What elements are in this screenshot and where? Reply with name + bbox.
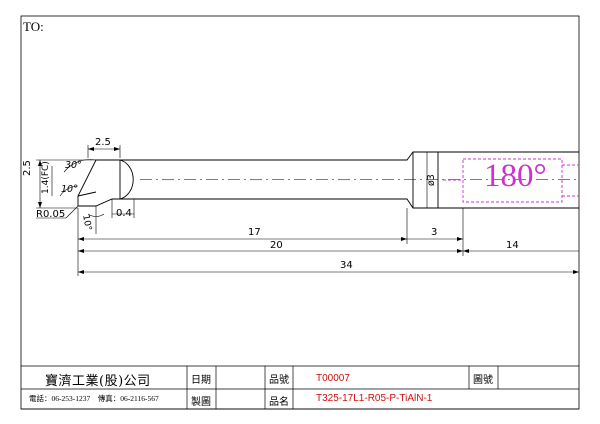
part-name-label: 品名	[269, 397, 289, 408]
part-no-value: T00007	[316, 373, 350, 384]
sheet-border	[20, 15, 580, 410]
part-name-value: T325-17L1-R05-P-TiAlN-1	[316, 393, 433, 404]
to-label: TO:	[23, 19, 44, 34]
rotation-mark-box	[443, 158, 579, 203]
date-label: 日期	[191, 375, 211, 386]
company-name: 寶濟工業(股)公司	[45, 374, 151, 389]
dim-length-2-5: 2.5	[95, 137, 111, 148]
dimension-lines	[36, 145, 579, 276]
dim-chamfer: 1.4(FC)	[41, 161, 51, 194]
dim-length-34: 34	[340, 260, 353, 271]
dim-tip-0-4: 0.4	[116, 208, 132, 219]
title-block-grid	[21, 365, 579, 410]
dim-length-3: 3	[431, 227, 438, 238]
drawn-label: 製圖	[191, 397, 211, 408]
dim-length-14: 14	[506, 240, 519, 251]
drawing-no-label: 圖號	[473, 375, 493, 386]
company-contact: 電話：06-253-1237 傳真：06-2116-567	[29, 394, 159, 403]
dim-angle-10-top: 10°	[61, 184, 78, 195]
dimension-arrows	[38, 147, 579, 274]
dim-radius: R0.05	[36, 209, 66, 220]
dim-angle-30: 30°	[65, 160, 82, 171]
dim-length-17: 17	[248, 227, 261, 238]
part-no-label: 品號	[269, 375, 289, 386]
rotation-mark: 180°	[484, 158, 547, 194]
dim-height-2-5: 2.5	[22, 160, 33, 176]
dim-diameter: ø3	[426, 174, 437, 186]
dim-length-20: 20	[270, 240, 283, 251]
